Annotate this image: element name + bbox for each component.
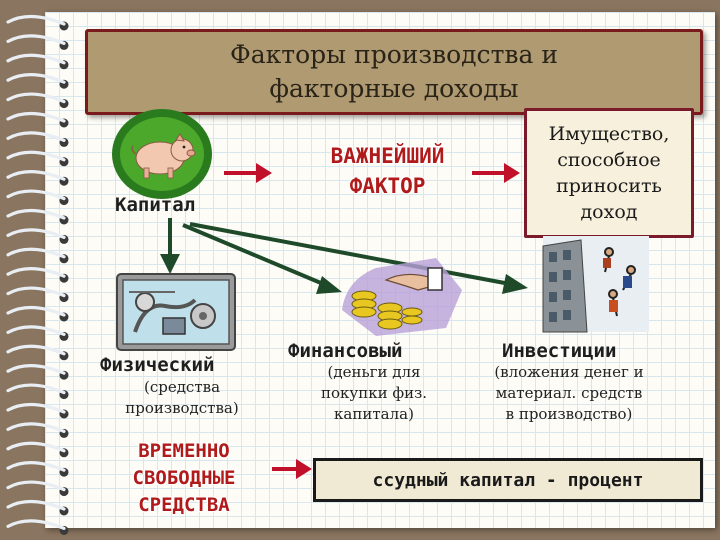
key-factor-line-1: ВАЖНЕЙШИЙ <box>330 144 445 168</box>
pig-icon <box>112 109 212 199</box>
binding-ring <box>6 422 66 433</box>
free-funds-line-3: СРЕДСТВА <box>138 494 230 516</box>
financial-description: (деньги для покупки физ. капитала) <box>296 362 452 425</box>
binding-ring <box>6 92 66 104</box>
investments-desc-line-3: в производство) <box>505 405 633 423</box>
binding-ring <box>6 344 66 356</box>
investments-desc-line-1: (вложения денег и <box>494 363 644 381</box>
financial-desc-line-3: капитала) <box>334 405 414 423</box>
binding-ring <box>6 499 66 511</box>
binding-ring <box>6 286 66 298</box>
binding-ring <box>6 441 66 453</box>
arrow-to-investments-icon <box>189 222 528 294</box>
binding-ring <box>6 364 66 375</box>
physical-label: Физический <box>100 354 215 376</box>
arrow-right-icon <box>224 163 272 183</box>
physical-desc-line-1: (средства <box>143 378 221 396</box>
key-factor-text: ВАЖНЕЙШИЙ ФАКТОР <box>275 141 500 201</box>
binding-ring <box>6 461 66 472</box>
financial-label: Финансовый <box>288 340 403 362</box>
property-line-2: способное <box>557 149 661 171</box>
arrow-to-physical-icon <box>160 218 180 274</box>
free-funds-line-2: СВОБОДНЫЕ <box>132 467 236 489</box>
investments-desc-line-2: материал. средств <box>495 384 643 402</box>
binding-ring <box>6 73 66 84</box>
physical-desc-line-2: производства) <box>125 399 239 417</box>
capital-label: Капитал <box>115 194 196 216</box>
physical-description: (средства производства) <box>98 377 266 419</box>
title-line-1: Факторы производства и <box>230 40 558 69</box>
binding-ring <box>6 519 66 530</box>
binding-ring <box>6 150 66 162</box>
binding-ring <box>6 325 66 336</box>
key-factor-line-2: ФАКТОР <box>349 174 426 198</box>
binding-ring <box>6 53 66 65</box>
property-line-3: приносить <box>556 175 662 197</box>
binding-ring <box>6 111 66 123</box>
free-funds-line-1: ВРЕМЕННО <box>138 440 230 462</box>
binding-ring <box>6 402 66 414</box>
property-box: Имущество, способное приносить доход <box>524 108 694 238</box>
machinery-icon <box>116 273 236 351</box>
free-funds-text: ВРЕМЕННО СВОБОДНЫЕ СРЕДСТВА <box>92 438 276 519</box>
property-line-1: Имущество, <box>548 123 670 145</box>
binding-ring <box>6 480 66 492</box>
spiral-binding <box>6 14 69 535</box>
loan-capital-box: ссудный капитал - процент <box>313 458 703 502</box>
binding-ring <box>6 383 66 395</box>
investors-icon <box>542 236 649 333</box>
investments-label: Инвестиции <box>502 340 617 362</box>
binding-ring <box>6 267 66 278</box>
arrow-to-financial-icon <box>182 223 342 294</box>
binding-ring <box>6 14 66 26</box>
financial-desc-line-1: (деньги для <box>327 363 421 381</box>
binding-ring <box>6 305 66 317</box>
loan-capital-text: ссудный капитал - процент <box>372 469 644 491</box>
investments-description: (вложения денег и материал. средств в пр… <box>470 362 668 425</box>
binding-ring <box>6 131 66 142</box>
binding-ring <box>6 208 66 220</box>
binding-ring <box>6 228 66 239</box>
binding-ring <box>6 247 66 259</box>
binding-ring <box>6 189 66 201</box>
title-banner: Факторы производства и факторные доходы <box>85 29 703 115</box>
financial-desc-line-2: покупки физ. <box>320 384 428 402</box>
title-line-2: факторные доходы <box>269 74 519 103</box>
arrow-right-icon <box>472 163 520 183</box>
binding-ring <box>6 170 66 181</box>
money-hand-icon <box>342 258 462 336</box>
arrow-right-icon <box>272 459 312 479</box>
property-line-4: доход <box>580 201 638 223</box>
binding-ring <box>6 34 66 45</box>
